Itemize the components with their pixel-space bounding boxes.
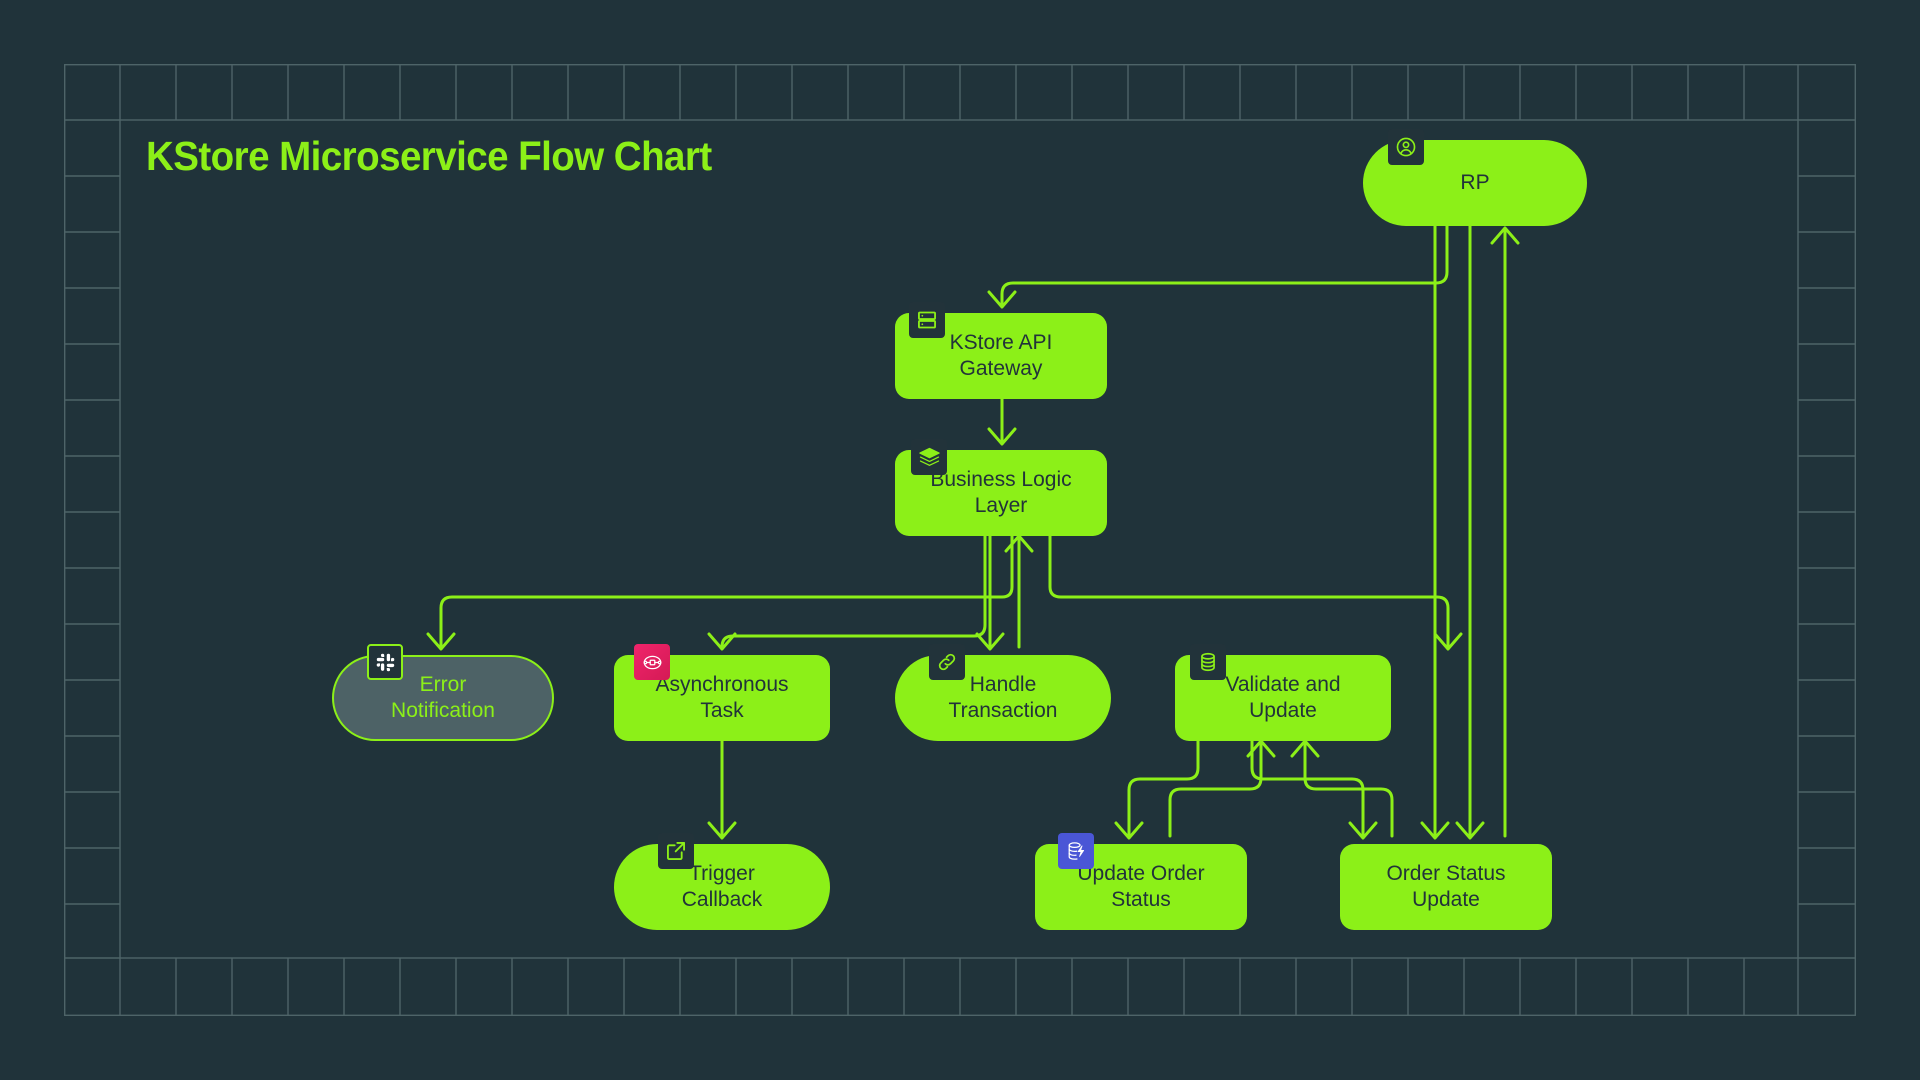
- edge-validate-to-order-status-update: [1250, 739, 1378, 840]
- node-business-logic-layer-label: Business Logic Layer: [930, 468, 1072, 517]
- user-icon: [1396, 137, 1416, 157]
- edge-handle-transaction-to-business-logic: [1004, 534, 1034, 649]
- external-link-icon-badge: [658, 833, 694, 869]
- edge-update-order-status-to-validate: [1168, 739, 1276, 838]
- edge-business-logic-to-async-task: [707, 534, 987, 651]
- layers-icon-badge: [911, 439, 947, 475]
- server-rack-icon: [918, 311, 936, 329]
- link-icon-badge: [929, 644, 965, 680]
- node-kstore-api-gateway-label: KStore API Gateway: [949, 331, 1053, 380]
- node-order-status-update[interactable]: Order Status Update: [1340, 844, 1552, 930]
- node-asynchronous-task-label: Asynchronous Task: [655, 673, 789, 722]
- edge-business-logic-to-validate-update: [1048, 534, 1463, 651]
- slack-icon: [376, 653, 394, 671]
- user-icon-badge: [1388, 129, 1424, 165]
- node-handle-transaction[interactable]: Handle Transaction: [895, 655, 1111, 741]
- background-grid: [64, 64, 1856, 1016]
- database-icon-badge: [1190, 644, 1226, 680]
- edge-rp-to-api-gateway: [987, 224, 1449, 309]
- dynamodb-icon: [1068, 842, 1085, 860]
- layers-icon: [918, 447, 940, 466]
- edge-order-status-update-to-rp: [1490, 226, 1520, 838]
- dynamodb-icon-badge: [1058, 833, 1094, 869]
- database-icon: [1201, 652, 1215, 672]
- node-trigger-callback[interactable]: Trigger Callback: [614, 844, 830, 930]
- node-handle-transaction-label: Handle Transaction: [948, 673, 1058, 722]
- edge-rp-to-order-status-update-a: [1420, 224, 1450, 840]
- edge-business-logic-to-error-notification: [426, 534, 1014, 651]
- external-link-icon: [667, 842, 685, 860]
- node-order-status-update-label: Order Status Update: [1386, 862, 1506, 911]
- edge-validate-to-update-order-status: [1114, 739, 1200, 840]
- page-title: KStore Microservice Flow Chart: [146, 133, 712, 179]
- node-error-notification-label: Error Notification: [391, 673, 495, 722]
- node-update-order-status-label: Update Order Status: [1077, 862, 1205, 911]
- edge-order-status-update-to-validate: [1290, 739, 1394, 838]
- edge-api-gateway-to-business-logic: [987, 397, 1017, 446]
- slack-icon-badge: [367, 644, 403, 680]
- aws-step-functions-icon: [643, 655, 661, 669]
- edge-business-logic-to-handle-transaction: [975, 534, 1005, 651]
- aws-step-functions-icon-badge: [634, 644, 670, 680]
- node-validate-and-update-label: Validate and Update: [1225, 673, 1341, 722]
- link-icon: [938, 653, 956, 671]
- node-trigger-callback-label: Trigger Callback: [681, 862, 763, 911]
- node-error-notification[interactable]: Error Notification: [332, 655, 554, 741]
- server-rack-icon-badge: [909, 302, 945, 338]
- edge-async-task-to-trigger-callback: [707, 739, 737, 840]
- node-rp-label: RP: [1460, 171, 1490, 195]
- edge-rp-to-order-status-update-b: [1455, 224, 1485, 840]
